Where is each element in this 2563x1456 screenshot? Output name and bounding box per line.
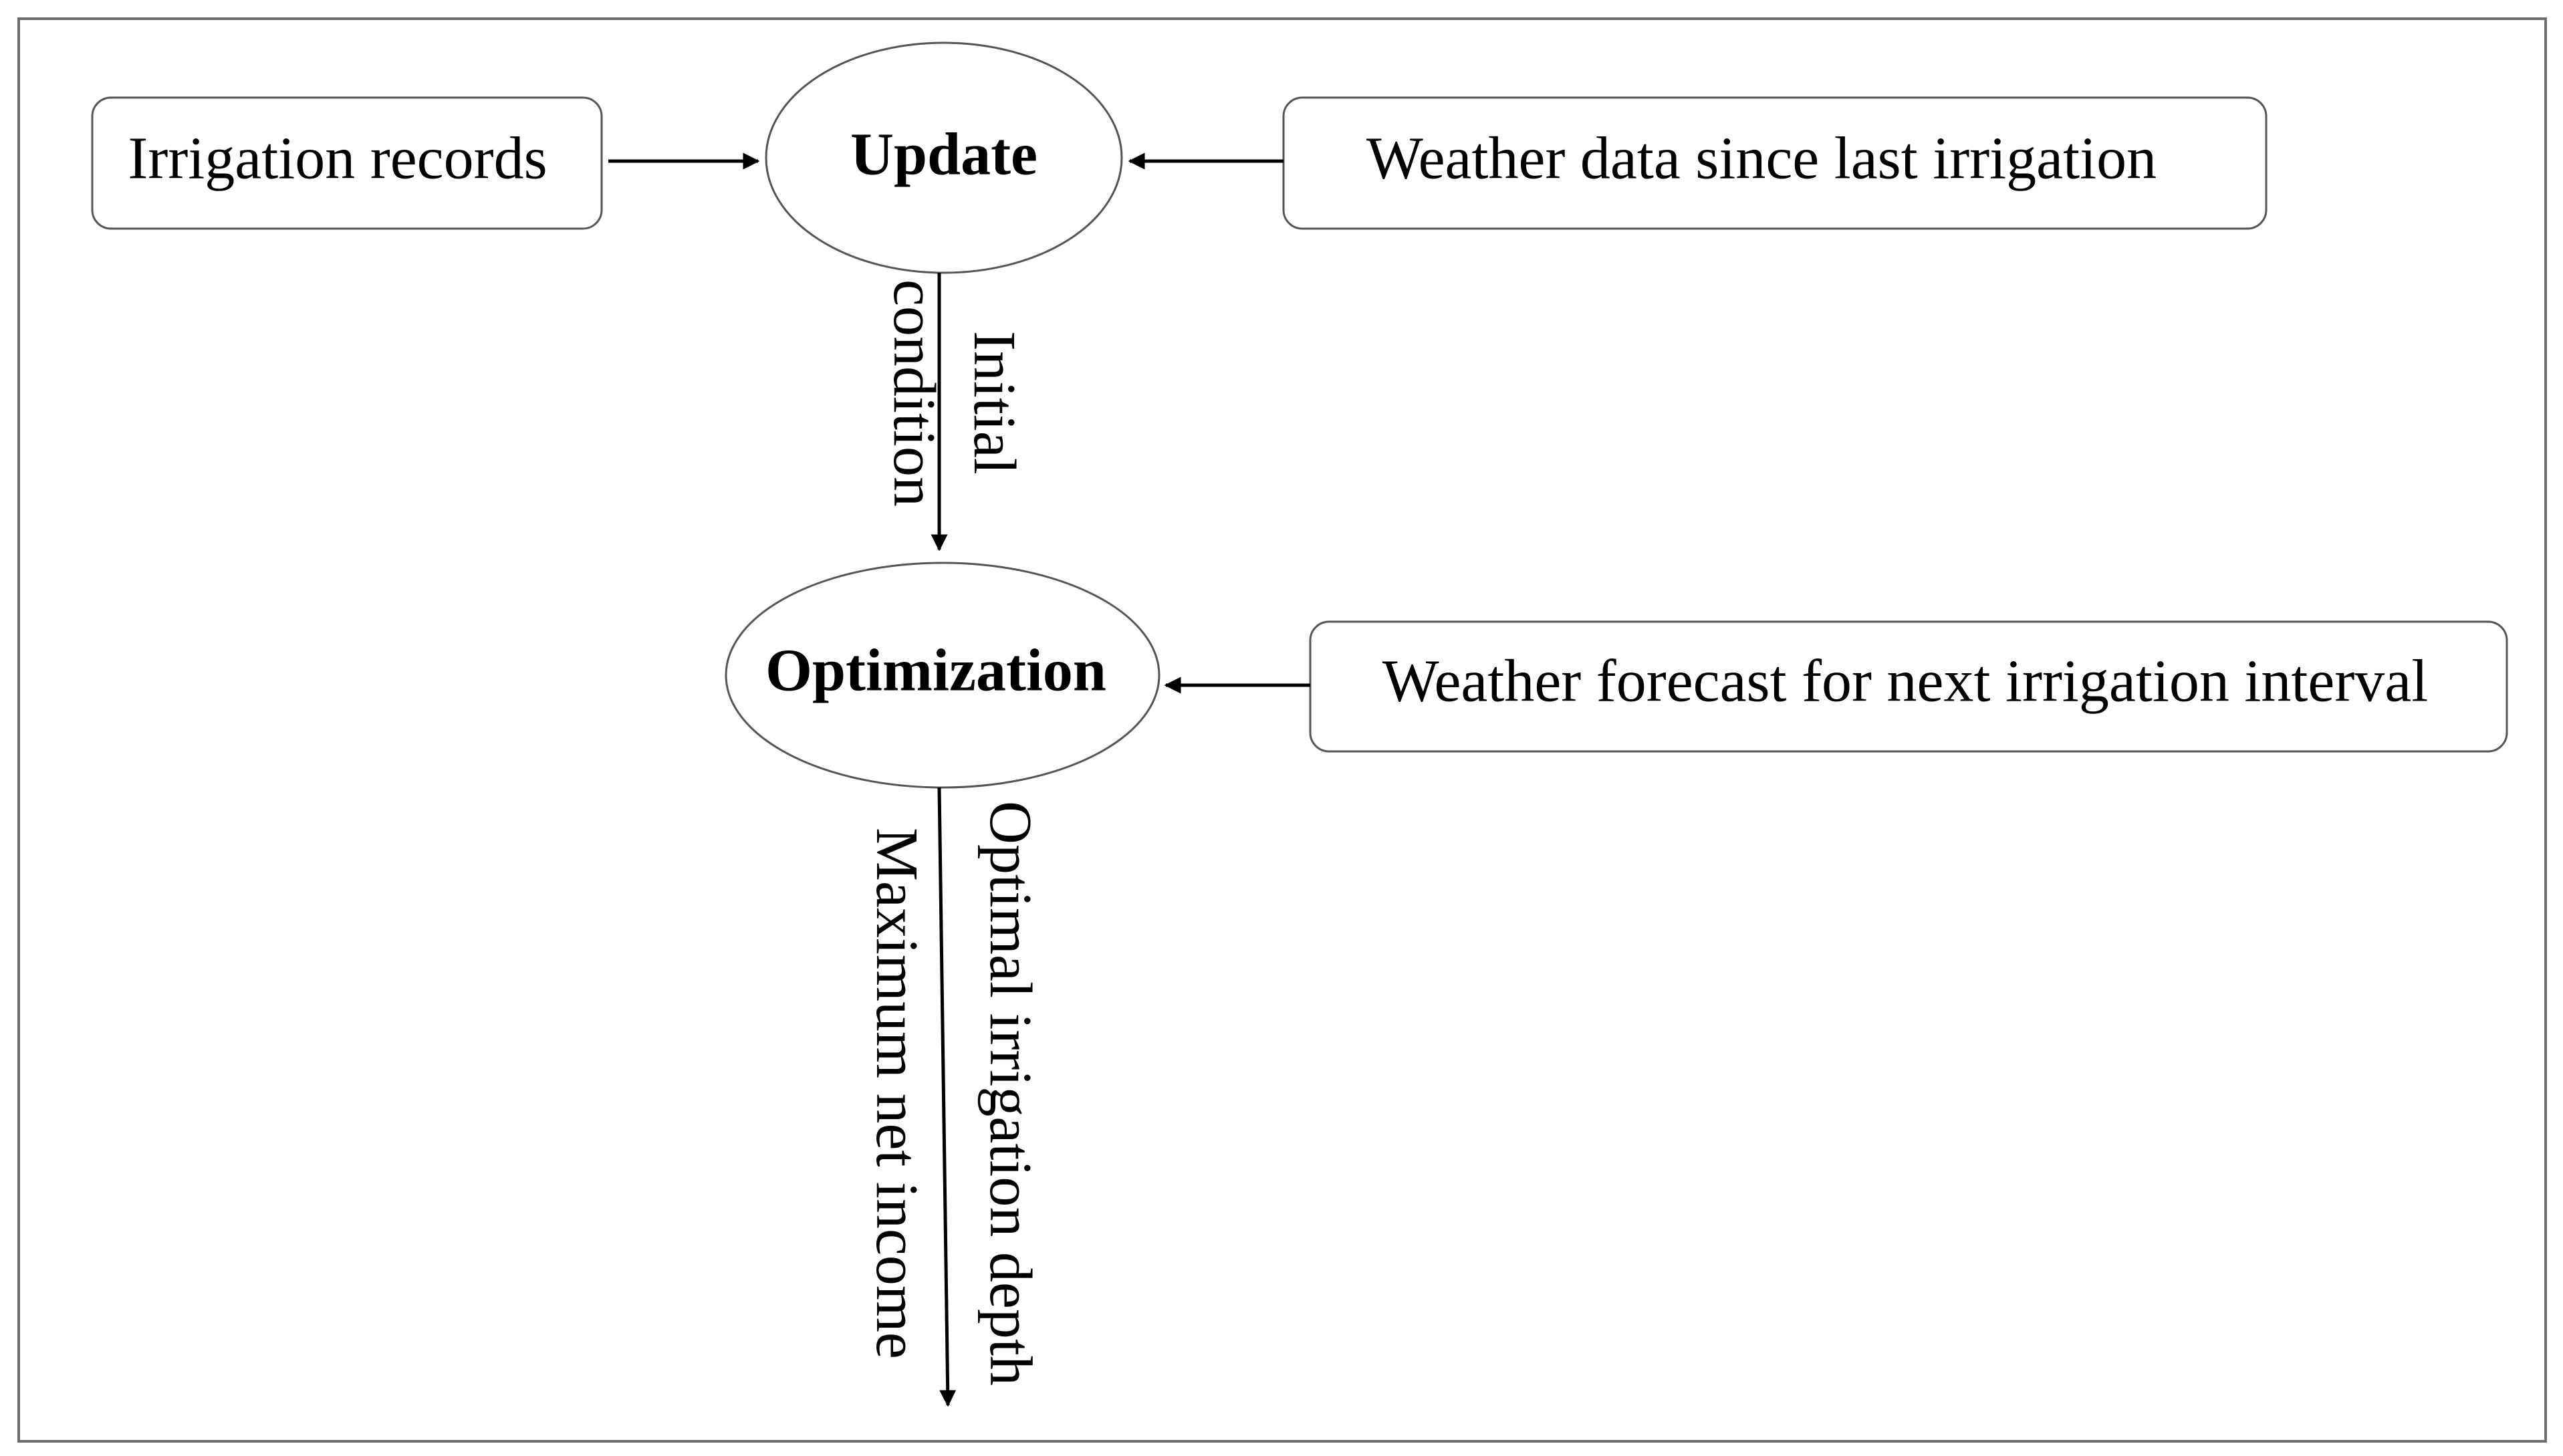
edge-label-condition: condition: [881, 279, 947, 507]
weather-forecast-label: Weather forecast for next irrigation int…: [1382, 648, 2429, 715]
weather-since-last-label: Weather data since last irrigation: [1366, 126, 2157, 192]
irrigation-records-box: [91, 96, 603, 230]
weather-since-last-box: [1282, 96, 2268, 230]
update-node: [765, 41, 1123, 274]
arrow-optimization-output: [937, 787, 957, 1407]
edge-label-optimal-depth: Optimal irrigation depth: [977, 801, 1044, 1386]
update-node-label: Update: [850, 122, 1038, 188]
optimization-node-label: Optimization: [765, 638, 1106, 704]
optimization-node: [725, 562, 1161, 789]
edge-label-initial: Initial: [961, 331, 1027, 475]
edge-label-max-income: Maximum net income: [864, 828, 930, 1359]
irrigation-records-label: Irrigation records: [128, 126, 547, 192]
